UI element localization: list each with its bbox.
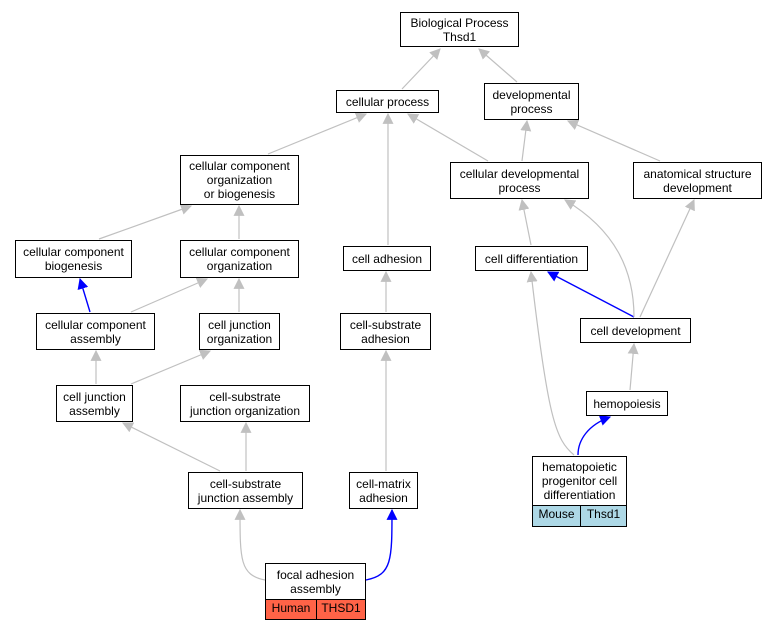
- node-label-line: Thsd1: [442, 29, 477, 44]
- edge-csja-to-cja: [122, 422, 221, 472]
- edge-cdp-to-cp: [407, 113, 489, 162]
- edge-cd-to-cdp: [518, 198, 532, 246]
- edge-hpcd-to-cd: [526, 270, 575, 456]
- edge-cdev-to-asd: [639, 199, 695, 318]
- annotation-species-human: Human: [265, 599, 317, 620]
- annotation-gene-mouse: Thsd1: [580, 505, 627, 527]
- node-label-line: junction assembly: [197, 490, 294, 505]
- node-label-line: anatomical structure: [643, 166, 752, 181]
- edge-cdev-to-cdp: [564, 199, 635, 318]
- node-label-line: cellular developmental: [459, 166, 580, 181]
- edge-cja-to-cjo: [130, 349, 212, 385]
- node-label-line: or biogenesis: [203, 187, 276, 201]
- node-label-line: adhesion: [361, 331, 410, 346]
- node-label-line: hematopoietic: [542, 460, 617, 474]
- node-label-line: cellular process: [345, 94, 430, 109]
- edge-cca-to-ccb: [77, 277, 91, 313]
- node-label-line: process: [498, 180, 541, 195]
- annotation-species-mouse: Mouse: [532, 505, 581, 527]
- node-label-line: cell-matrix: [356, 476, 411, 491]
- node-cell-development[interactable]: cell development: [580, 318, 691, 343]
- node-label-line: assembly: [290, 581, 341, 596]
- edge-cp-to-bp: [401, 48, 441, 90]
- node-label-line: biogenesis: [44, 259, 103, 273]
- node-label-line: assembly: [69, 403, 120, 418]
- node-label-line: adhesion: [359, 490, 408, 505]
- node-label-line: assembly: [70, 331, 121, 346]
- node-label-line: cell adhesion: [351, 251, 423, 266]
- node-label-line: cellular component: [23, 245, 124, 259]
- node-cellular-process[interactable]: cellular process: [336, 90, 439, 113]
- node-label-line: hemopoiesis: [593, 396, 661, 411]
- edge-hpcd-to-hemo: [577, 415, 612, 456]
- edge-dp-to-bp: [478, 48, 518, 83]
- node-cell-adhesion[interactable]: cell adhesion: [343, 246, 431, 271]
- node-label-line: cellular component: [189, 159, 290, 173]
- node-label-line: organization: [206, 173, 273, 187]
- node-label-line: Biological Process: [410, 15, 509, 30]
- node-cell-differentiation[interactable]: cell differentiation: [475, 246, 588, 271]
- node-label-line: cell-substrate: [209, 389, 281, 404]
- edge-cdp-to-dp: [520, 119, 532, 162]
- node-label-line: cell junction: [208, 317, 271, 332]
- node-label-line: cell junction: [63, 389, 126, 404]
- node-label-line: development: [663, 180, 732, 195]
- edge-ccob-to-cp: [267, 112, 368, 155]
- node-label-line: organization: [206, 259, 273, 273]
- node-label-line: developmental: [492, 87, 571, 102]
- edge-cca-to-cco: [130, 277, 209, 313]
- node-label-line: organization: [206, 331, 273, 346]
- node-label-line: focal adhesion: [276, 567, 355, 582]
- edge-asd-to-dp: [566, 119, 661, 162]
- node-label-line: cell differentiation: [484, 251, 579, 266]
- edge-ccb-to-ccob: [98, 204, 193, 240]
- node-label-line: process: [510, 101, 553, 116]
- edge-hemo-to-cdev: [627, 342, 639, 391]
- edge-faa-to-cma: [365, 508, 398, 581]
- node-label-line: cellular component: [189, 245, 290, 259]
- edge-cdev-to-cd: [547, 271, 635, 318]
- edges: [77, 48, 695, 581]
- node-label-line: junction organization: [189, 403, 301, 418]
- node-label-line: cell-substrate: [349, 317, 422, 332]
- node-label-line: cell-substrate: [209, 476, 282, 491]
- node-label-line: progenitor cell: [541, 474, 618, 488]
- edge-faa-to-csja: [234, 508, 266, 581]
- node-hemopoiesis[interactable]: hemopoiesis: [586, 391, 668, 416]
- node-label-line: differentiation: [543, 488, 616, 502]
- node-label-line: cell development: [590, 323, 681, 338]
- annotation-gene-human: THSD1: [316, 599, 366, 620]
- node-label-line: cellular component: [45, 317, 146, 332]
